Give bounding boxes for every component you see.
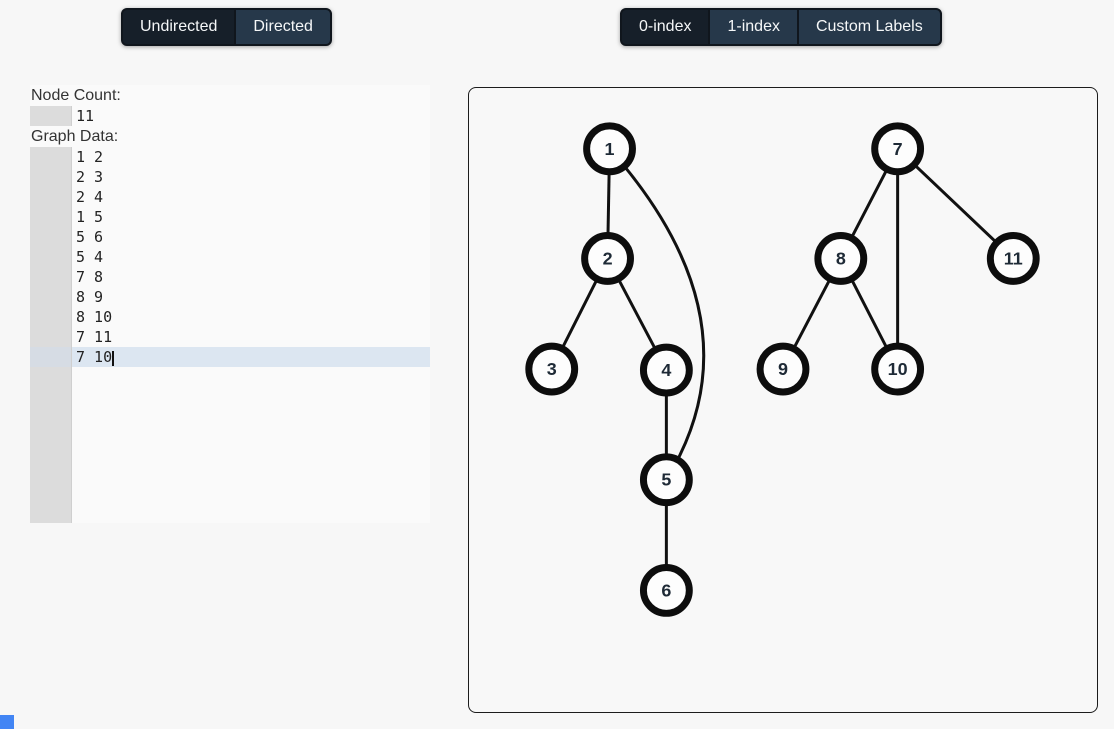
editor-line[interactable]: 2 4 — [30, 187, 430, 207]
graph-node[interactable]: 7 — [871, 122, 925, 176]
graph-node[interactable]: 5 — [639, 453, 693, 507]
graph-node-label: 3 — [547, 359, 557, 379]
graph-input-editor[interactable]: Node Count: 11 Graph Data: 1 2 2 3 2 4 1 5 5… — [30, 85, 430, 523]
node-count-value[interactable]: 11 — [76, 107, 95, 125]
text-caret — [112, 351, 115, 366]
editor-line[interactable]: 2 3 — [30, 167, 430, 187]
graph-data-label: Graph Data: — [31, 128, 119, 145]
editor-line[interactable]: 7 11 — [30, 327, 430, 347]
edge-line-text[interactable]: 5 4 — [76, 248, 104, 266]
graph-node-label: 5 — [661, 470, 671, 490]
graph-node[interactable]: 6 — [639, 563, 693, 617]
edge-line-text[interactable]: 7 10 — [72, 347, 430, 367]
graph-node-circle[interactable] — [756, 342, 810, 396]
edge-line-text[interactable]: 7 11 — [76, 328, 113, 346]
edge-line-text[interactable]: 5 6 — [76, 228, 104, 246]
editor-line[interactable]: 5 6 — [30, 227, 430, 247]
graph-node-label: 4 — [661, 360, 671, 380]
edge-line-text[interactable]: 2 4 — [76, 188, 104, 206]
line-gutter — [30, 247, 72, 267]
graph-node-circle[interactable] — [583, 122, 636, 176]
editor-line[interactable]: 1 2 — [30, 147, 430, 167]
graph-node[interactable]: 8 — [814, 232, 868, 285]
graph-node-label: 10 — [888, 359, 908, 379]
edge-line-text[interactable]: 1 5 — [76, 208, 104, 226]
line-gutter — [30, 207, 72, 227]
line-gutter — [30, 307, 72, 327]
editor-line[interactable]: 1 5 — [30, 207, 430, 227]
line-gutter — [30, 267, 72, 287]
graph-node-circle[interactable] — [639, 343, 693, 397]
edge-line-text[interactable]: 2 3 — [76, 168, 104, 186]
graph-canvas[interactable]: 1 2 3 4 5 6 7 8 9 10 11 — [468, 87, 1098, 713]
toggle-custom-labels[interactable]: Custom Labels — [796, 10, 940, 44]
graph-node-label: 6 — [661, 580, 671, 600]
toggle-undirected[interactable]: Undirected — [123, 10, 235, 44]
toggle-0-index[interactable]: 0-index — [622, 10, 709, 44]
graph-node[interactable]: 3 — [525, 342, 579, 396]
line-gutter — [30, 227, 72, 247]
graph-node-circle[interactable] — [525, 342, 579, 396]
editor-line[interactable]: 7 10 — [30, 347, 430, 367]
graph-node-label: 7 — [893, 139, 903, 159]
graph-edge — [896, 147, 1015, 260]
edge-line-text[interactable]: 1 2 — [76, 148, 104, 166]
graph-node-label: 2 — [603, 248, 613, 268]
editor-empty-area[interactable] — [30, 367, 430, 523]
editor-line[interactable]: 5 4 — [30, 247, 430, 267]
editor-line[interactable]: 8 9 — [30, 287, 430, 307]
node-count-label: Node Count: — [31, 87, 121, 104]
edge-line-text[interactable]: 8 10 — [76, 308, 113, 326]
line-gutter — [30, 327, 72, 347]
graph-node-circle[interactable] — [814, 232, 868, 285]
graph-node[interactable]: 2 — [581, 232, 634, 285]
graph-node-label: 9 — [778, 359, 788, 379]
graph-node-circle[interactable] — [639, 563, 693, 617]
graph-node[interactable]: 11 — [986, 232, 1040, 285]
graph-edge — [608, 147, 706, 481]
node-count-line[interactable]: 11 — [30, 106, 430, 126]
graph-node[interactable]: 1 — [583, 122, 636, 176]
line-gutter — [30, 106, 72, 126]
graph-node[interactable]: 4 — [639, 343, 693, 397]
edge-line-text[interactable]: 8 9 — [76, 288, 104, 306]
line-gutter — [30, 167, 72, 187]
toggle-directed[interactable]: Directed — [234, 10, 330, 44]
graph-node-circle[interactable] — [871, 122, 925, 176]
line-gutter — [30, 147, 72, 167]
line-gutter — [30, 187, 72, 207]
editor-empty-text — [72, 367, 430, 523]
graph-node-label: 1 — [605, 139, 615, 159]
line-gutter — [30, 287, 72, 307]
edge-line-text[interactable]: 7 8 — [76, 268, 104, 286]
graph-node-label: 8 — [836, 248, 846, 268]
graph-node[interactable]: 10 — [871, 342, 925, 396]
direction-toggle-group: Undirected Directed — [121, 8, 332, 46]
line-gutter — [30, 367, 72, 523]
graph-node-circle[interactable] — [871, 342, 925, 396]
graph-node-label: 11 — [1004, 248, 1023, 268]
graph-node[interactable]: 9 — [756, 342, 810, 396]
editor-line[interactable]: 7 8 — [30, 267, 430, 287]
editor-line[interactable]: 8 10 — [30, 307, 430, 327]
index-toggle-group: 0-index 1-index Custom Labels — [620, 8, 942, 46]
graph-svg: 1 2 3 4 5 6 7 8 9 10 11 — [525, 122, 1040, 617]
graph-node-circle[interactable] — [581, 232, 634, 285]
toggle-1-index[interactable]: 1-index — [708, 10, 797, 44]
graph-node-circle[interactable] — [639, 453, 693, 507]
graph-node-circle[interactable] — [986, 232, 1040, 285]
corner-widget — [0, 715, 14, 729]
line-gutter — [30, 347, 72, 367]
